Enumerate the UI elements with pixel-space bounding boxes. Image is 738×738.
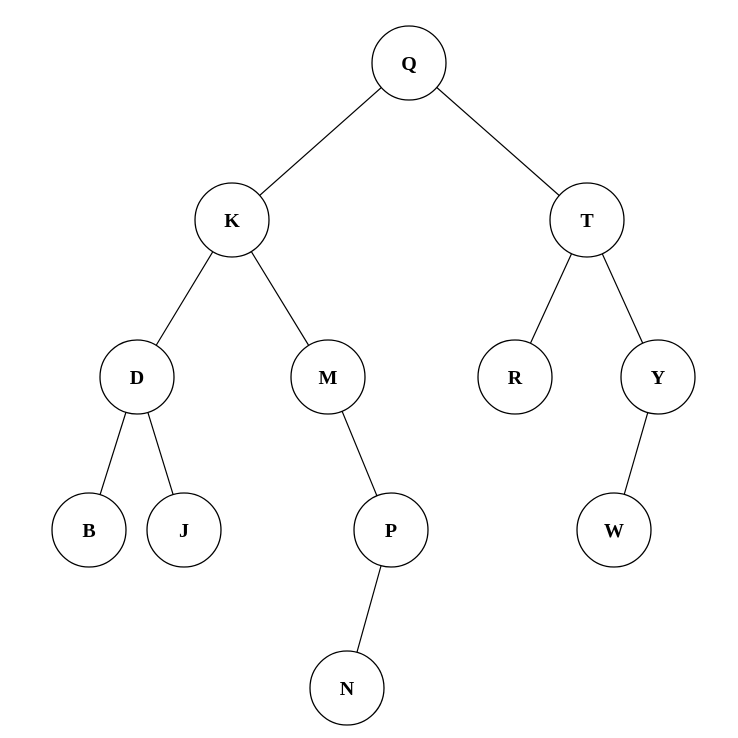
node-circle — [309, 650, 385, 726]
tree-node-W: W — [576, 492, 652, 568]
node-circle — [290, 339, 366, 415]
node-label: M — [319, 367, 338, 389]
edge-Q-T — [408, 62, 588, 221]
node-label: R — [508, 367, 523, 389]
tree-nodes: Q K T D M R Y B J P W N — [51, 25, 696, 726]
node-circle — [353, 492, 429, 568]
tree-node-J: J — [146, 492, 222, 568]
tree-node-M: M — [290, 339, 366, 415]
node-circle — [576, 492, 652, 568]
node-label: T — [580, 210, 594, 232]
node-label: D — [130, 367, 144, 389]
node-circle — [549, 182, 625, 258]
node-circle — [477, 339, 553, 415]
tree-node-Q: Q — [371, 25, 447, 101]
tree-node-P: P — [353, 492, 429, 568]
node-label: Q — [401, 53, 417, 75]
edge-Q-K — [231, 62, 410, 221]
tree-node-K: K — [194, 182, 270, 258]
tree-node-T: T — [549, 182, 625, 258]
node-circle — [620, 339, 696, 415]
node-circle — [146, 492, 222, 568]
tree-node-D: D — [99, 339, 175, 415]
node-circle — [194, 182, 270, 258]
node-label: P — [385, 520, 397, 542]
tree-node-R: R — [477, 339, 553, 415]
node-circle — [371, 25, 447, 101]
node-circle — [51, 492, 127, 568]
node-label: B — [82, 520, 95, 542]
tree-node-N: N — [309, 650, 385, 726]
node-label: N — [340, 678, 355, 700]
tree-node-B: B — [51, 492, 127, 568]
node-circle — [99, 339, 175, 415]
node-label: Y — [651, 367, 666, 389]
tree-node-Y: Y — [620, 339, 696, 415]
node-label: K — [224, 210, 240, 232]
node-label: W — [604, 520, 624, 542]
node-label: J — [179, 520, 189, 542]
